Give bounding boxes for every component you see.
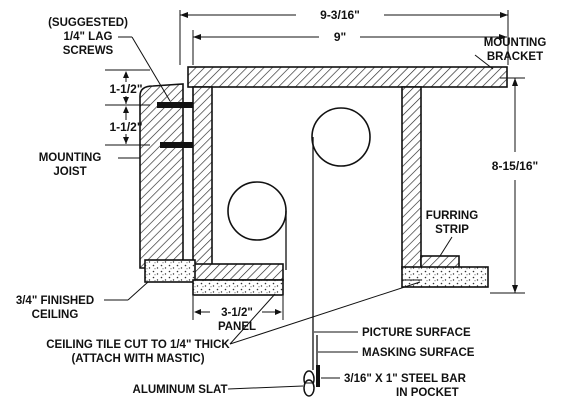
picture-roller (311, 107, 371, 167)
svg-text:FURRING: FURRING (426, 210, 478, 222)
finished-ceiling-callout: 3/4" FINISHED CEILING (16, 281, 149, 321)
aluminum-slat (303, 370, 315, 397)
left-side-panel (192, 86, 213, 270)
svg-text:BRACKET: BRACKET (487, 51, 543, 63)
panel-dimension: 3-1/2" PANEL (192, 296, 284, 333)
spacing-top-label: 1-1/2" (109, 82, 142, 96)
masking-roller (227, 181, 287, 241)
dimension-outer-width (179, 10, 509, 65)
svg-text:3-1/2": 3-1/2" (221, 307, 253, 319)
spacing-bottom-label: 1-1/2" (109, 120, 142, 134)
masking-surface-callout: MASKING SURFACE (318, 347, 475, 359)
svg-text:JOIST: JOIST (53, 166, 86, 178)
svg-text:PICTURE SURFACE: PICTURE SURFACE (362, 327, 471, 339)
ceiling-tile-callout: CEILING TILE CUT TO 1/4" THICK (ATTACH W… (46, 281, 421, 365)
svg-text:MOUNTING: MOUNTING (484, 37, 547, 49)
mounting-joist (139, 83, 184, 269)
lag-screws (157, 102, 193, 148)
steel-bar-callout: 3/16" X 1" STEEL BAR IN POCKET (321, 373, 467, 399)
svg-text:CEILING: CEILING (32, 309, 79, 321)
picture-surface-callout: PICTURE SURFACE (314, 327, 471, 339)
dimension-inner-width (192, 30, 507, 65)
svg-text:1/4" LAG: 1/4" LAG (64, 31, 113, 43)
svg-text:STRIP: STRIP (435, 224, 469, 236)
mounting-bracket (187, 66, 508, 88)
right-side-panel (401, 86, 422, 270)
furring-strip-callout: FURRING STRIP (426, 210, 478, 257)
svg-text:(SUGGESTED): (SUGGESTED) (48, 17, 128, 29)
finished-ceiling-left (144, 259, 196, 283)
svg-text:3/16" X 1" STEEL BAR: 3/16" X 1" STEEL BAR (344, 373, 467, 385)
svg-text:SCREWS: SCREWS (63, 45, 114, 57)
inner-width-label: 9" (334, 30, 346, 44)
bottom-panel (192, 263, 284, 281)
svg-text:3/4" FINISHED: 3/4" FINISHED (16, 295, 94, 307)
height-label: 8-15/16" (492, 159, 538, 173)
mounting-joist-callout: MOUNTING JOIST (39, 152, 140, 178)
svg-text:CEILING TILE CUT TO 1/4" THICK: CEILING TILE CUT TO 1/4" THICK (46, 339, 230, 351)
spacing-dimensions (105, 69, 150, 146)
svg-text:PANEL: PANEL (218, 321, 256, 333)
svg-text:ALUMINUM SLAT: ALUMINUM SLAT (133, 384, 228, 396)
outer-width-label: 9-3/16" (320, 8, 360, 22)
finished-ceiling-right (401, 266, 489, 288)
svg-text:MOUNTING: MOUNTING (39, 152, 102, 164)
ceiling-tile (192, 279, 284, 296)
svg-text:MASKING SURFACE: MASKING SURFACE (362, 347, 475, 359)
lag-screws-callout: (SUGGESTED) 1/4" LAG SCREWS (48, 17, 171, 102)
screen-surfaces (285, 137, 318, 372)
svg-text:IN POCKET: IN POCKET (396, 387, 459, 399)
aluminum-slat-callout: ALUMINUM SLAT (133, 384, 304, 396)
svg-text:(ATTACH WITH MASTIC): (ATTACH WITH MASTIC) (71, 353, 204, 365)
mounting-bracket-callout: MOUNTING BRACKET (474, 37, 547, 70)
steel-bar (316, 365, 320, 387)
dimension-height (490, 77, 525, 294)
